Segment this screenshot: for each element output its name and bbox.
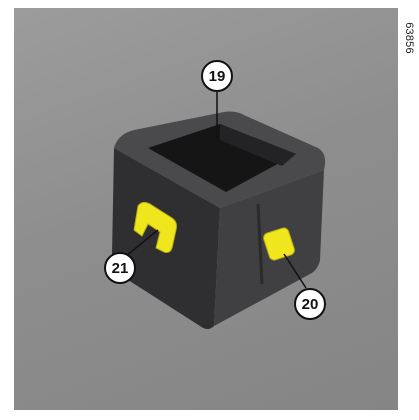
callout-20-label: 20 bbox=[302, 296, 319, 313]
diagram-figure: 19 20 21 bbox=[14, 8, 398, 410]
callout-19: 19 bbox=[201, 60, 233, 92]
callout-20: 20 bbox=[294, 288, 326, 320]
callout-21: 21 bbox=[104, 252, 136, 284]
callout-19-label: 19 bbox=[209, 68, 226, 85]
figure-code: 63856 bbox=[398, 8, 419, 68]
figure-code-label: 63856 bbox=[403, 22, 415, 54]
callout-21-label: 21 bbox=[112, 260, 129, 277]
